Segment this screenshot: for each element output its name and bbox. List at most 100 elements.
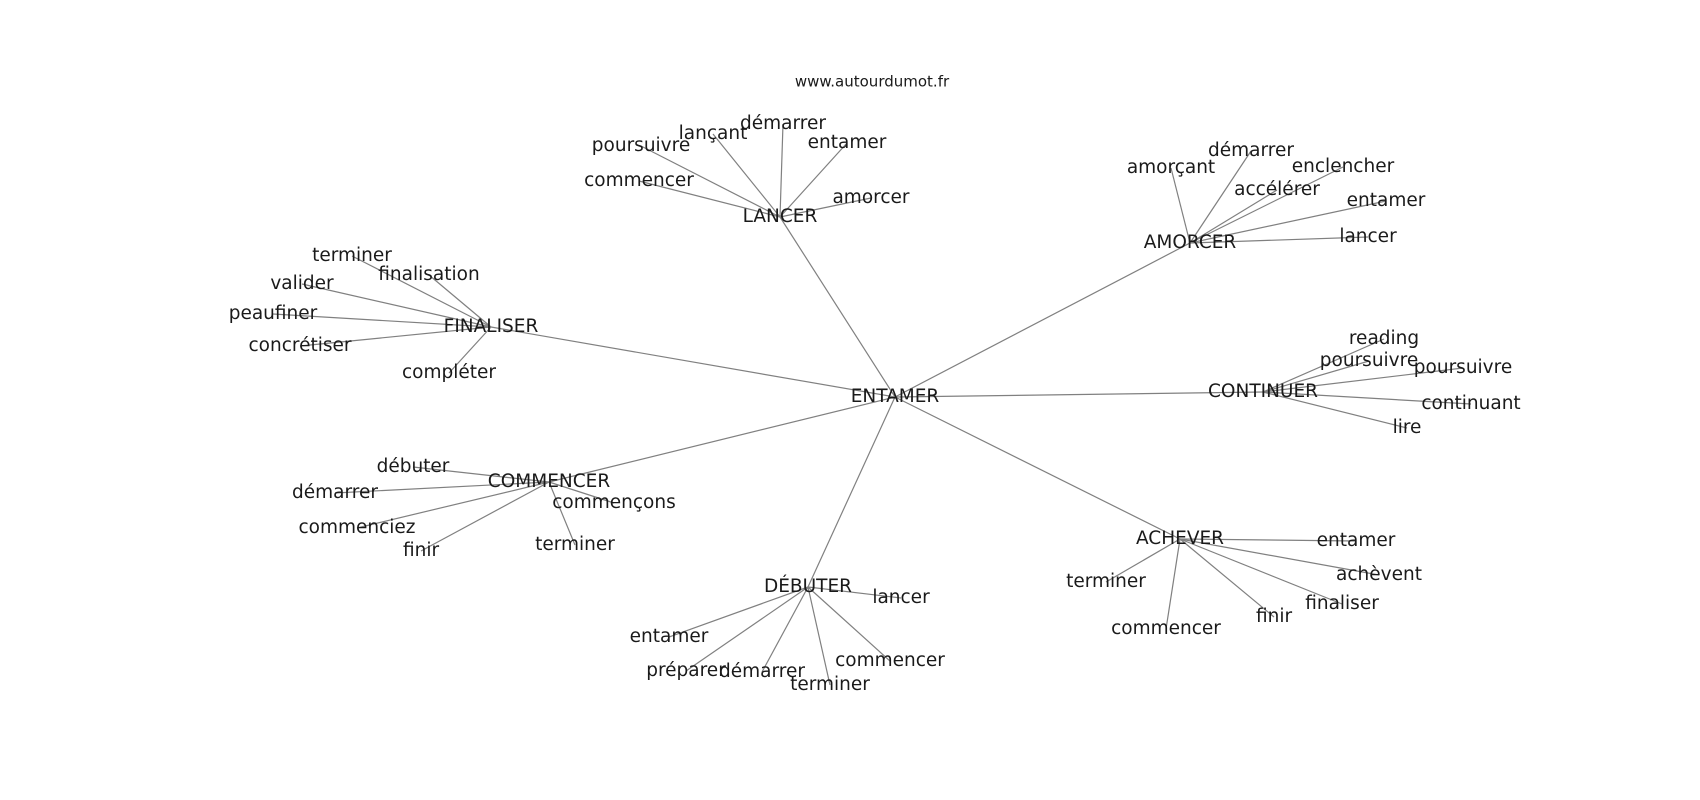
leaf-commencer-demarrer: démarrer	[292, 482, 378, 503]
leaf-amorcer-accelerer: accélérer	[1234, 179, 1320, 200]
leaf-achever-finaliser: finaliser	[1305, 593, 1379, 614]
leaf-achever-terminer: terminer	[1066, 571, 1146, 592]
edge-continuer-lire	[1262, 391, 1408, 429]
edge-commencer-finir	[420, 481, 550, 552]
edge-continuer-poursuivre	[1262, 360, 1370, 393]
leaf-amorcer-lancer: lancer	[1339, 226, 1397, 247]
node-amorcer: AMORCER	[1144, 232, 1237, 253]
edge-finaliser-completer	[448, 326, 492, 374]
leaf-finaliser-peaufiner: peaufiner	[229, 303, 318, 324]
edge-amorcer-enclencher	[1189, 166, 1344, 244]
edge-commencer-commenciez	[356, 481, 550, 529]
leaf-lancer-entamer: entamer	[808, 132, 887, 153]
leaf-lancer-poursuivre: poursuivre	[592, 135, 690, 156]
node-finaliser: FINALISER	[444, 316, 539, 337]
edge-debuter-entamer	[668, 586, 809, 638]
edge-lancer-amorcer	[779, 197, 872, 218]
leaf-commencer-finir: finir	[403, 540, 440, 561]
leaf-lancer-lancant: lançant	[679, 123, 748, 144]
edge-achever-entamer	[1179, 538, 1357, 542]
leaf-debuter-commencer: commencer	[835, 650, 945, 671]
edge-entamer-commencer	[548, 396, 896, 483]
leaf-debuter-demarrer: démarrer	[719, 661, 805, 682]
edge-debuter-preparer	[685, 586, 809, 672]
leaf-continuer-lire: lire	[1393, 417, 1422, 438]
edge-entamer-finaliser	[490, 326, 896, 398]
leaf-commencer-commencons: commençons	[552, 492, 676, 513]
node-achever: ACHEVER	[1136, 528, 1224, 549]
edge-continuer-reading	[1262, 338, 1385, 393]
leaf-continuer-continuant: continuant	[1421, 393, 1520, 414]
edge-finaliser-concretiser	[299, 326, 492, 347]
leaf-debuter-preparer: préparer	[646, 660, 726, 681]
edge-achever-achevent	[1179, 538, 1380, 576]
edge-lancer-entamer	[779, 142, 848, 218]
leaf-amorcer-enclencher: enclencher	[1292, 156, 1395, 177]
edge-amorcer-amorcant	[1170, 167, 1191, 244]
leaf-debuter-terminer: terminer	[790, 674, 870, 695]
edge-lancer-poursuivre	[640, 145, 781, 218]
leaf-finaliser-completer: compléter	[402, 362, 496, 383]
leaf-continuer-poursuivre: poursuivre	[1414, 357, 1512, 378]
leaf-continuer-poursuivre: poursuivre	[1320, 350, 1418, 371]
edge-debuter-demarrer	[761, 586, 809, 673]
edge-debuter-terminer	[807, 586, 831, 686]
edge-amorcer-demarrer	[1189, 150, 1252, 244]
edge-debuter-commencer	[807, 586, 891, 662]
edge-amorcer-entamer	[1189, 200, 1387, 244]
node-debuter: DÉBUTER	[764, 575, 852, 597]
leaf-amorcer-demarrer: démarrer	[1208, 140, 1294, 161]
edge-entamer-achever	[894, 396, 1181, 540]
leaf-lancer-amorcer: amorcer	[832, 187, 909, 208]
leaf-commencer-commenciez: commenciez	[298, 517, 415, 538]
edge-lancer-commencer	[638, 180, 781, 218]
leaf-finaliser-valider: valider	[270, 273, 334, 294]
edge-entamer-lancer	[779, 216, 896, 398]
leaf-achever-finir: finir	[1256, 606, 1293, 627]
leaf-commencer-terminer: terminer	[535, 534, 615, 555]
edge-lancer-lancant	[712, 133, 781, 218]
edge-finaliser-finalisation	[428, 274, 492, 328]
edge-debuter-lancer	[807, 586, 902, 599]
edge-achever-terminer	[1105, 538, 1181, 583]
edge-entamer-debuter	[807, 396, 896, 588]
leaf-finaliser-finalisation: finalisation	[378, 264, 479, 285]
edge-achever-finaliser	[1179, 538, 1343, 605]
edge-amorcer-accelerer	[1189, 189, 1278, 244]
node-center-entamer: ENTAMER	[851, 386, 940, 407]
leaf-achever-entamer: entamer	[1317, 530, 1396, 551]
edge-entamer-continuer	[894, 391, 1264, 398]
edge-finaliser-valider	[301, 283, 492, 328]
leaf-commencer-debuter: débuter	[377, 456, 450, 477]
edge-commencer-debuter	[412, 466, 550, 483]
edge-commencer-demarrer	[334, 481, 550, 494]
node-continuer: CONTINUER	[1208, 381, 1318, 402]
leaf-lancer-demarrer: démarrer	[740, 113, 826, 134]
leaf-lancer-commencer: commencer	[584, 170, 694, 191]
edge-lancer-demarrer	[779, 123, 784, 218]
edge-achever-commencer	[1165, 538, 1181, 630]
leaf-finaliser-concretiser: concrétiser	[249, 335, 352, 356]
leaf-debuter-entamer: entamer	[630, 626, 709, 647]
leaf-finaliser-terminer: terminer	[312, 245, 392, 266]
node-lancer: LANCER	[743, 206, 818, 227]
graph-labels: www.autourdumot.fr ENTAMER LANCER démarrer…	[229, 73, 1521, 696]
leaf-achever-commencer: commencer	[1111, 618, 1221, 639]
site-credit: www.autourdumot.fr	[795, 73, 950, 91]
leaf-amorcer-entamer: entamer	[1347, 190, 1426, 211]
edge-amorcer-lancer	[1189, 236, 1369, 244]
edge-entamer-amorcer	[894, 242, 1191, 398]
edge-finaliser-terminer	[351, 255, 492, 328]
edge-achever-finir	[1179, 538, 1275, 618]
edge-continuer-poursuivre	[1262, 367, 1464, 393]
node-commencer: COMMENCER	[488, 471, 611, 492]
edge-commencer-terminer	[548, 481, 576, 546]
graph-edges	[272, 123, 1472, 686]
edge-finaliser-peaufiner	[272, 313, 492, 328]
leaf-amorcer-amorcant: amorçant	[1127, 157, 1215, 178]
leaf-continuer-reading: reading	[1349, 328, 1419, 349]
edge-commencer-commencons	[548, 481, 615, 504]
leaf-achever-achevent: achèvent	[1336, 564, 1422, 585]
